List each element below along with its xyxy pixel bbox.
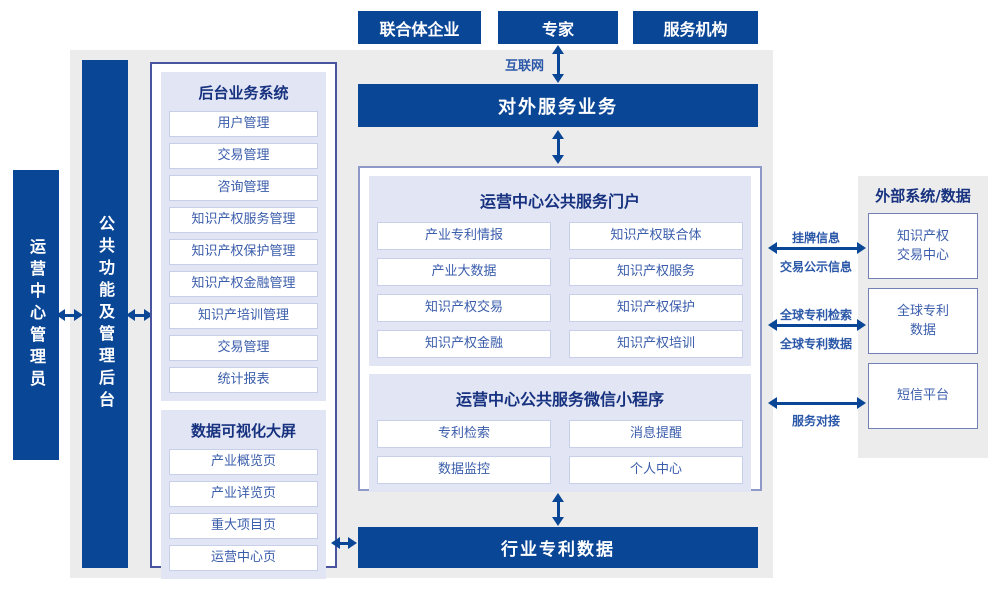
- grid-item: 知识产权联合体: [569, 222, 743, 250]
- list-item: 交易管理: [169, 335, 318, 361]
- center-container: 运营中心公共服务门户 产业专利情报 知识产权联合体 产业大数据 知识产权服务 知…: [358, 166, 762, 492]
- list-item: 产业详览页: [169, 481, 318, 507]
- backend-system-title: 后台业务系统: [198, 84, 289, 102]
- admin-to-backend-arrow-icon: [56, 307, 83, 323]
- link-label-service-connection: 服务对接: [791, 414, 840, 428]
- grid-item: 知识产权培训: [569, 330, 743, 358]
- list-item: 知识产培训管理: [169, 303, 318, 329]
- global-patent-arrow-icon: [768, 317, 866, 333]
- list-item: 统计报表: [169, 367, 318, 393]
- internet-label: 互联网: [504, 59, 544, 74]
- list-item: 运营中心页: [169, 545, 318, 571]
- grid-item: 个人中心: [569, 456, 743, 484]
- list-item: 知识产权服务管理: [169, 207, 318, 233]
- backend-system-subpanel: 后台业务系统 用户管理 交易管理 咨询管理 知识产权服务管理 知识产权保护管理 …: [161, 72, 326, 401]
- link-label-trade-publicity-info: 交易公示信息: [779, 260, 852, 274]
- operation-center-admin-box: 运营中心管理员: [13, 170, 59, 460]
- external-system-ip-trade-center: 知识产权 交易中心: [868, 213, 978, 279]
- external-system-global-patent-data: 全球专利 数据: [868, 288, 978, 354]
- list-item: 重大项目页: [169, 513, 318, 539]
- grid-item: 知识产权金融: [377, 330, 551, 358]
- miniprogram-title: 运营中心公共服务微信小程序: [455, 390, 664, 409]
- bar-to-portal-arrow-icon: [550, 130, 566, 164]
- external-service-bar: 对外服务业务: [358, 84, 758, 127]
- external-panel-title: 外部系统/数据: [875, 187, 971, 205]
- grid-item: 产业专利情报: [377, 222, 551, 250]
- sms-platform-arrow-icon: [768, 395, 866, 411]
- actor-box-consortium-enterprise: 联合体企业: [358, 11, 481, 44]
- grid-item: 知识产权服务: [569, 258, 743, 286]
- dashboard-list: 产业概览页 产业详览页 重大项目页 运营中心页: [169, 449, 318, 571]
- public-functions-backend-bar: 公共功能及管理后台: [82, 60, 128, 568]
- left-container: 后台业务系统 用户管理 交易管理 咨询管理 知识产权服务管理 知识产权保护管理 …: [150, 62, 337, 579]
- dashboard-to-industry-arrow-icon: [331, 535, 357, 551]
- backend-system-list: 用户管理 交易管理 咨询管理 知识产权服务管理 知识产权保护管理 知识产权金融管…: [169, 111, 318, 393]
- trade-center-arrow-icon: [768, 240, 866, 256]
- list-item: 用户管理: [169, 111, 318, 137]
- portal-subpanel: 运营中心公共服务门户 产业专利情报 知识产权联合体 产业大数据 知识产权服务 知…: [369, 176, 751, 366]
- external-system-sms-platform: 短信平台: [868, 363, 978, 429]
- link-label-global-patent-search: 全球专利检索: [779, 308, 852, 322]
- list-item: 交易管理: [169, 143, 318, 169]
- list-item: 咨询管理: [169, 175, 318, 201]
- portal-to-industry-arrow-icon: [550, 493, 566, 526]
- internet-bidirectional-arrow-icon: [550, 45, 566, 83]
- link-label-global-patent-data: 全球专利数据: [779, 337, 852, 351]
- dashboard-subpanel: 数据可视化大屏 产业概览页 产业详览页 重大项目页 运营中心页: [161, 410, 326, 579]
- portal-grid: 产业专利情报 知识产权联合体 产业大数据 知识产权服务 知识产权交易 知识产权保…: [377, 222, 743, 358]
- actor-box-service-organization: 服务机构: [633, 11, 758, 44]
- grid-item: 知识产权保护: [569, 294, 743, 322]
- grid-item: 产业大数据: [377, 258, 551, 286]
- dashboard-title: 数据可视化大屏: [190, 422, 296, 440]
- industry-patent-data-bar: 行业专利数据: [358, 527, 758, 568]
- miniprogram-grid: 专利检索 消息提醒 数据监控 个人中心: [377, 420, 743, 484]
- link-label-listing-info: 挂牌信息: [791, 231, 840, 245]
- grid-item: 专利检索: [377, 420, 551, 448]
- grid-item: 数据监控: [377, 456, 551, 484]
- grid-item: 消息提醒: [569, 420, 743, 448]
- miniprogram-subpanel: 运营中心公共服务微信小程序 专利检索 消息提醒 数据监控 个人中心: [369, 374, 751, 492]
- list-item: 知识产权金融管理: [169, 271, 318, 297]
- actor-box-expert: 专家: [498, 11, 618, 44]
- portal-title: 运营中心公共服务门户: [479, 192, 640, 211]
- list-item: 知识产权保护管理: [169, 239, 318, 265]
- external-systems-panel: 外部系统/数据 知识产权 交易中心 全球专利 数据 短信平台: [858, 176, 988, 458]
- grid-item: 知识产权交易: [377, 294, 551, 322]
- backend-to-system-arrow-icon: [126, 307, 153, 323]
- list-item: 产业概览页: [169, 449, 318, 475]
